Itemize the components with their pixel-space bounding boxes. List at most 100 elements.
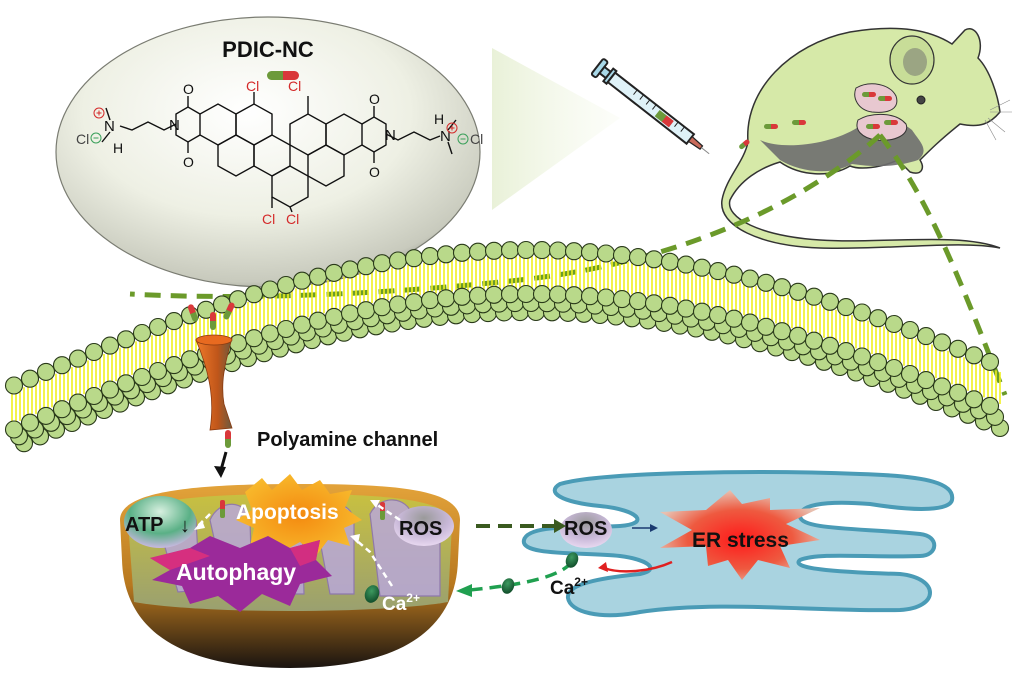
atom-labels: Cl Cl Cl Cl O O O O N N N N H H Cl Cl xyxy=(76,78,483,227)
lipid-head xyxy=(580,287,600,306)
lipid-head xyxy=(900,364,920,384)
lipid-head xyxy=(388,251,408,270)
lipid-head xyxy=(100,336,120,355)
atom-cl: Cl xyxy=(246,78,259,94)
lipid-head xyxy=(724,309,744,328)
lipid-head xyxy=(404,293,424,312)
minus-charge-icon xyxy=(457,133,469,145)
lipid-head xyxy=(292,271,312,290)
lipid-head xyxy=(788,282,808,301)
entry-arrow-head xyxy=(214,466,226,478)
lipid-head xyxy=(164,356,184,375)
lipid-head xyxy=(436,245,456,264)
apoptosis-burst xyxy=(236,474,362,556)
lipid-head xyxy=(148,361,168,381)
plus-charge-icon xyxy=(93,107,105,119)
molecule-title: PDIC-NC xyxy=(222,37,314,62)
magnification-beam xyxy=(492,48,620,210)
lipid-head xyxy=(340,260,360,279)
lipid-head xyxy=(548,285,568,304)
mitochondrion: Apoptosis Autophagy ATP ↓ ROS Ca2+ xyxy=(120,474,460,668)
lipid-head xyxy=(868,353,888,372)
counterion-cl: Cl xyxy=(470,131,483,147)
lipid-head xyxy=(356,301,376,320)
lipid-head xyxy=(356,257,376,276)
syringe-icon xyxy=(590,58,710,155)
lipid-head xyxy=(836,342,856,361)
lipid-head xyxy=(276,275,296,295)
calcium-ion-icon xyxy=(364,585,380,603)
lipid-head xyxy=(404,249,424,268)
lipid-head xyxy=(692,302,712,321)
lipid-head xyxy=(388,295,408,314)
lipid-head xyxy=(756,273,776,292)
lipid-head xyxy=(708,306,728,325)
arrow-ros-to-er-stress xyxy=(650,524,658,532)
lipid-head xyxy=(84,386,104,406)
atom-o: O xyxy=(369,164,380,180)
lipid-head xyxy=(372,298,392,317)
lipid-head xyxy=(308,311,328,330)
mouse-illustration xyxy=(721,27,1012,250)
lipid-head xyxy=(596,244,616,263)
lipid-head xyxy=(148,317,168,337)
ca-mito-label: Ca2+ xyxy=(382,591,420,615)
lipid-head xyxy=(116,330,136,349)
lipid-head xyxy=(628,248,648,267)
lipid-head xyxy=(660,296,680,315)
lipid-head xyxy=(644,250,664,269)
ros-bubble-mito xyxy=(394,506,454,546)
lipid-head xyxy=(612,246,632,265)
lipid-head xyxy=(820,292,840,311)
ros-bubble-er xyxy=(560,512,612,548)
mouse-eye xyxy=(916,95,926,105)
lipid-head xyxy=(676,299,696,318)
lipid-head xyxy=(548,241,568,260)
atom-h: H xyxy=(113,140,123,156)
lipid-head xyxy=(132,367,152,387)
calcium-ion-icon xyxy=(565,552,579,568)
lipid-head xyxy=(564,286,584,305)
lipid-head xyxy=(132,323,152,343)
lipid-head xyxy=(420,291,440,310)
lipid-head xyxy=(36,362,56,381)
ros-er-label: ROS xyxy=(564,518,607,540)
lipid-head xyxy=(436,289,456,308)
lipid-head xyxy=(308,267,328,286)
lipid-head xyxy=(692,258,712,277)
counterion-cl: Cl xyxy=(76,131,89,147)
calcium-ion-icon xyxy=(501,578,515,594)
lipid-head xyxy=(52,356,72,375)
autophagy-label: Autophagy xyxy=(176,559,296,585)
lipid-head xyxy=(260,324,280,343)
lipid-head xyxy=(420,247,440,266)
lipid-head xyxy=(932,377,952,396)
mouse-ear-inner xyxy=(903,48,927,76)
lipid-head xyxy=(100,380,120,399)
lipid-head xyxy=(68,349,88,368)
ros-mito-label: ROS xyxy=(399,518,442,540)
atom-n: N xyxy=(385,127,396,144)
lipid-head xyxy=(164,312,184,331)
atom-cl: Cl xyxy=(262,211,275,227)
lipid-head xyxy=(628,292,648,311)
atom-cl: Cl xyxy=(286,211,299,227)
lipid-head xyxy=(916,327,936,346)
lipid-head xyxy=(612,290,632,309)
er-stress-label: ER stress xyxy=(692,529,789,552)
lipid-head xyxy=(468,242,488,261)
lipid-head xyxy=(740,313,760,332)
lipid-head xyxy=(756,317,776,336)
lipid-head xyxy=(804,331,824,350)
lipid-head xyxy=(452,287,472,306)
molecule-panel: PDIC-NC xyxy=(55,16,483,288)
ca-er-label: Ca2+ xyxy=(550,575,588,599)
lipid-head xyxy=(868,309,888,328)
pdic-nc-capsules-entering xyxy=(187,302,235,448)
lipid-head xyxy=(276,319,296,339)
lipid-head xyxy=(340,304,360,323)
lipid-head xyxy=(884,358,904,378)
lung-upper xyxy=(854,83,898,113)
lipid-head xyxy=(516,240,536,260)
minus-charge-icon xyxy=(90,132,102,144)
